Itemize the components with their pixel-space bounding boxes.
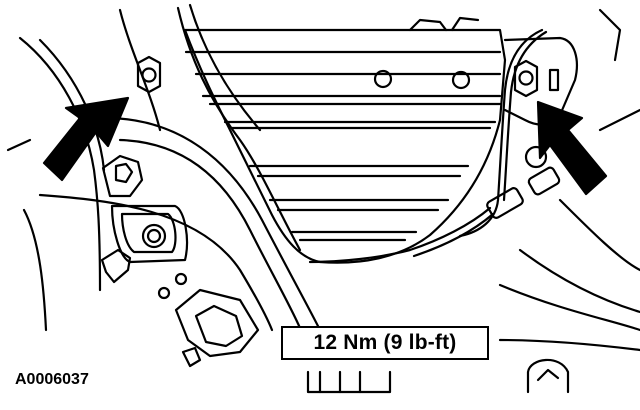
lower-left-components xyxy=(100,154,260,368)
arrow-icon xyxy=(42,96,130,182)
diagonal-trim-band xyxy=(38,3,322,332)
right-bracket xyxy=(498,8,640,332)
hex-nut-icon xyxy=(136,55,162,94)
figure-id: A0006037 xyxy=(15,371,89,388)
torque-spec-label: 12 Nm (9 lb-ft) xyxy=(281,326,489,360)
wire-harness xyxy=(308,28,561,264)
door-panel xyxy=(183,16,507,264)
bottom-components xyxy=(306,338,640,394)
arrow-icon xyxy=(536,100,608,196)
left-panel-curves xyxy=(6,8,162,332)
hex-nut-icon xyxy=(513,59,539,98)
